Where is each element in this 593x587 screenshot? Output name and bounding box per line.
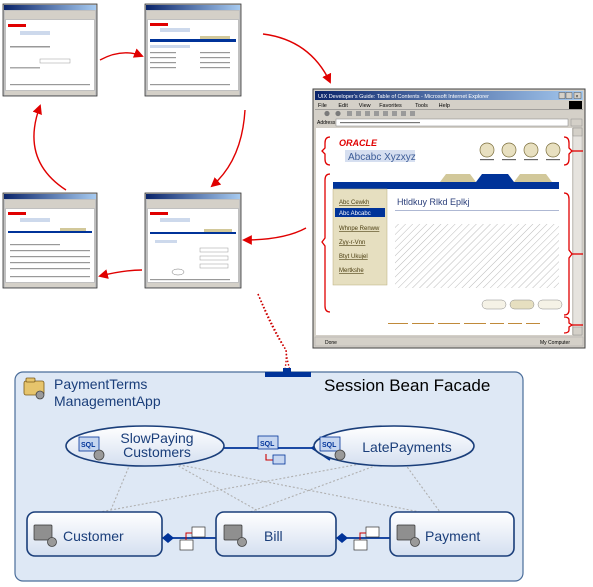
entity-object-payment[interactable]: Payment (389, 511, 515, 557)
entity-object-customer[interactable]: Customer (26, 511, 163, 557)
browser-title-bar (315, 91, 583, 100)
sidenav-item[interactable]: Abc Abcabc (339, 211, 371, 217)
view-object-label: LatePayments (362, 439, 452, 455)
oracle-logo: ORACLE (339, 138, 378, 148)
thumbnail-home-page (144, 3, 242, 97)
menu-item[interactable]: Help (439, 103, 450, 109)
flow-arrows (32, 33, 332, 279)
mail-icon[interactable] (401, 111, 406, 116)
sql-icon: SQL (322, 442, 337, 449)
entity-icon (223, 524, 243, 541)
view-link: SQL (223, 435, 331, 465)
global-button-3[interactable] (523, 142, 539, 158)
gear-icon (334, 449, 346, 461)
go-button[interactable] (570, 118, 583, 127)
global-buttons (479, 142, 561, 161)
address-input[interactable] (335, 118, 569, 127)
sidenav-item[interactable]: Btyt Ukujel (339, 254, 368, 260)
page-button-1[interactable] (481, 299, 507, 310)
menu-item[interactable]: File (318, 103, 327, 109)
content-area: Htldkuy Rlkd Eplkj (388, 197, 563, 324)
gear-icon (237, 537, 247, 547)
sidenav-item[interactable]: Whnpe Renww (339, 226, 380, 232)
history-icon[interactable] (392, 111, 397, 116)
tab-selected[interactable] (476, 174, 514, 182)
global-button-1[interactable] (479, 142, 495, 158)
app-name: Abcabc Xyzxyz (348, 152, 416, 163)
entity-object-label: Customer (63, 528, 124, 544)
entity-object-label: Bill (264, 528, 283, 544)
app-banner (345, 150, 415, 162)
view-link-sql-label: SQL (260, 441, 275, 448)
stop-icon[interactable] (347, 111, 352, 116)
refresh-icon[interactable] (356, 111, 361, 116)
menu-item[interactable]: Favorites (379, 103, 402, 109)
window-controls: × (558, 92, 582, 100)
facade-title: Session Bean Facade (324, 376, 490, 395)
entity-object-label: Payment (425, 528, 480, 544)
status-text: Done (325, 340, 337, 346)
content-heading: Htldkuy Rlkd Eplkj (397, 197, 470, 207)
back-icon[interactable] (324, 110, 330, 117)
favorites-icon[interactable] (383, 111, 388, 116)
tab-1[interactable] (440, 174, 476, 182)
browser-title: UIX Developer's Guide: Table of Contents… (318, 94, 489, 100)
tab-bar (333, 174, 559, 189)
side-navigation: Abc Cewkh Abc Abcabc Whnpe Renww Zyy-r-V… (332, 188, 388, 286)
thumbnail-form-page (144, 192, 242, 289)
thumbnail-login-page (2, 3, 98, 97)
home-icon[interactable] (365, 111, 370, 116)
thumbnail-results-page (2, 192, 98, 289)
address-bar: Address (317, 118, 583, 127)
app-module-icon (23, 377, 45, 400)
content-hatched-area (395, 224, 559, 288)
global-button-4[interactable] (545, 142, 561, 158)
status-bar: Done My Computer (314, 336, 584, 347)
menu-item[interactable]: Tools (415, 103, 428, 109)
browser-window: UIX Developer's Guide: Table of Contents… (312, 88, 586, 349)
search-icon[interactable] (374, 111, 379, 116)
forward-icon[interactable] (335, 110, 341, 117)
entity-associations (162, 526, 392, 551)
vertical-scrollbar[interactable] (572, 127, 583, 336)
page-button-3[interactable] (537, 299, 563, 310)
gear-icon (410, 537, 420, 547)
sidenav-item[interactable]: Mertkshe (339, 268, 364, 274)
sql-icon: SQL (81, 442, 96, 449)
gear-icon (93, 449, 105, 461)
binding-arrows (232, 293, 340, 437)
view-object-latepayments[interactable]: SQL LatePayments (313, 425, 475, 467)
footer-links[interactable] (388, 323, 540, 324)
entity-object-bill[interactable]: Bill (215, 511, 337, 557)
sidenav-item[interactable]: Abc Cewkh (339, 200, 369, 206)
menu-item[interactable]: Edit (338, 103, 348, 109)
menu-item[interactable]: View (359, 103, 371, 109)
gear-icon (47, 537, 57, 547)
entity-icon (33, 524, 53, 541)
toolbar (315, 109, 583, 117)
entity-icon (396, 524, 416, 541)
svg-text:×: × (576, 94, 579, 100)
global-button-2[interactable] (501, 142, 517, 158)
address-label: Address (317, 120, 336, 126)
sidenav-selected (335, 208, 385, 217)
print-icon[interactable] (410, 111, 415, 116)
region-brackets (321, 136, 583, 334)
menu-bar: File Edit View Favorites Tools Help (318, 101, 582, 109)
association-lines (99, 463, 441, 513)
tab-3[interactable] (514, 174, 552, 182)
status-zone: My Computer (540, 340, 570, 346)
page-button-2[interactable] (509, 299, 535, 310)
sidenav-item[interactable]: Zyy-r-Vnn (339, 240, 365, 246)
tab-underline (333, 182, 559, 189)
